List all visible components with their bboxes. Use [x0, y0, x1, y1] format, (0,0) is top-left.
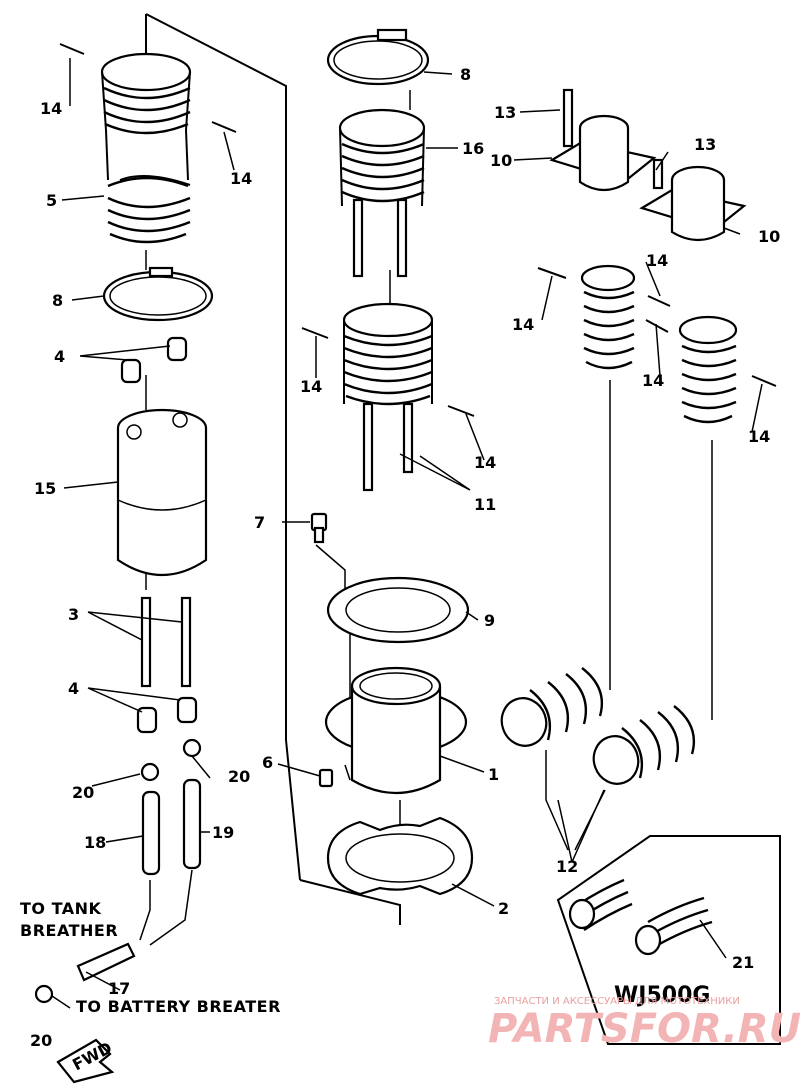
coupler-part-16: [338, 108, 426, 278]
label-8-left: 8: [52, 291, 63, 310]
label-10a: 10: [490, 151, 512, 170]
label-21: 21: [732, 953, 754, 972]
bellows-part-12-upper-left: [580, 264, 636, 370]
tank-breather-line1: TO TANK: [20, 899, 102, 918]
label-6: 6: [262, 753, 273, 772]
sleeve-part-15: [116, 408, 208, 576]
watermark-small: ЗАПЧАСТИ И АКСЕССУАРЫ ДЛЯ МОТОТЕХНИКИ: [494, 996, 740, 1007]
fitting-part-6: [318, 768, 334, 788]
gasket-part-9: [326, 576, 470, 644]
label-5: 5: [46, 191, 57, 210]
leader-lines: [51, 58, 763, 1009]
label-14c: 14: [300, 377, 322, 396]
watermark-big: PARTSFOR.RU: [488, 1006, 800, 1052]
label-15: 15: [34, 479, 56, 498]
rods-part-3: [140, 596, 192, 688]
label-14h: 14: [748, 427, 770, 446]
bellows-part-12-upper-right: [678, 315, 738, 424]
label-4-lower: 4: [68, 679, 79, 698]
fittings-part-20: [34, 738, 202, 1004]
label-20a: 20: [72, 783, 94, 802]
routing-notes: TO TANK BREATHER TO BATTERY BREATER FWD: [20, 899, 281, 1074]
label-17: 17: [108, 979, 130, 998]
mount-part-10-right: [639, 165, 747, 242]
caps-part-4-upper: [120, 336, 188, 384]
label-14a: 14: [40, 99, 62, 118]
label-14g: 14: [642, 371, 664, 390]
label-1: 1: [488, 765, 499, 784]
flange-housing-part-1: [324, 666, 468, 795]
inset-title: WJ500G: [614, 983, 710, 1008]
label-2: 2: [498, 899, 509, 918]
pins-part-14: [59, 43, 777, 417]
wj500g-inset: [556, 835, 781, 1045]
label-4-upper: 4: [54, 347, 65, 366]
mount-part-10-left: [549, 114, 657, 192]
watermark: ЗАПЧАСТИ И АКСЕССУАРЫ ДЛЯ МОТОТЕХНИКИ PA…: [488, 996, 800, 1052]
bellows-part-12-lower: [500, 667, 696, 785]
label-14f: 14: [646, 251, 668, 270]
battery-breather-note: TO BATTERY BREATER: [76, 997, 281, 1016]
label-19: 19: [212, 823, 234, 842]
label-11: 11: [474, 495, 496, 514]
label-10b: 10: [758, 227, 780, 246]
label-18: 18: [84, 833, 106, 852]
ring-clamp-part-8-top: [326, 28, 430, 86]
label-14d: 14: [474, 453, 496, 472]
hoses-part-18-19: [76, 778, 202, 982]
label-12: 12: [556, 857, 578, 876]
label-3: 3: [68, 605, 79, 624]
label-20b: 20: [228, 767, 250, 786]
gasket-part-2: [326, 816, 474, 896]
ring-clamp-part-8-left: [102, 266, 214, 322]
fwd-arrow: [56, 1038, 115, 1084]
label-14e: 14: [512, 315, 534, 334]
label-14b: 14: [230, 169, 252, 188]
bellows-part-5: [100, 52, 192, 244]
bolts-part-13: [562, 88, 664, 190]
bolt-part-7: [310, 512, 328, 544]
label-9: 9: [484, 611, 495, 630]
caps-part-4-lower: [136, 696, 198, 734]
label-13a: 13: [494, 103, 516, 122]
tank-breather-line2: BREATHER: [20, 921, 118, 940]
bellows-assembly-part-11: [342, 302, 434, 492]
label-8-top: 8: [460, 65, 471, 84]
label-20c: 20: [30, 1031, 52, 1050]
label-13b: 13: [694, 135, 716, 154]
part-number-labels: 14 14 5 8 4 15 3 4 20 20 18 19 17 20 8 1…: [30, 65, 780, 1050]
label-16: 16: [462, 139, 484, 158]
label-7: 7: [254, 513, 265, 532]
